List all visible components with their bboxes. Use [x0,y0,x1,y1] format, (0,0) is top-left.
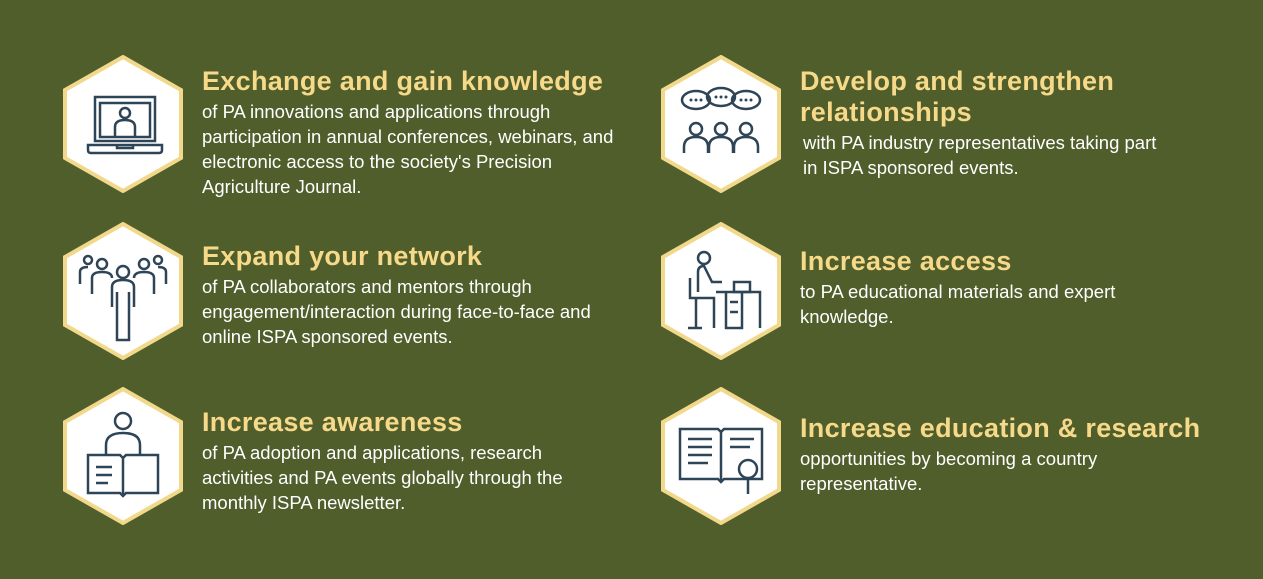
hexagon-group-chat-icon [660,54,782,194]
benefit-body: opportunities by becoming a country repr… [800,448,1098,494]
benefit-title: Exchange and gain knowledge [202,66,604,96]
hexagon-book-magnifier-icon [660,386,782,526]
benefit-title: Expand your network [202,241,483,271]
benefit-title: Increase awareness [202,407,463,437]
benefit-education-research: Increase education & research opportunit… [800,413,1240,496]
benefit-body: with PA industry representatives taking … [803,132,1157,178]
benefit-increase-access: Increase access to PA educational materi… [800,246,1160,329]
benefit-exchange-knowledge: Exchange and gain knowledge of PA innova… [202,66,622,199]
benefit-body: to PA educational materials and expert k… [800,281,1116,327]
benefit-expand-network: Expand your network of PA collaborators … [202,241,602,349]
benefit-body: of PA adoption and applications, researc… [202,442,563,513]
benefit-body: of PA collaborators and mentors through … [202,276,591,347]
hexagon-person-desk-icon [660,221,782,361]
benefit-title: Increase education & research [800,413,1201,443]
hexagon-network-people-icon [62,221,184,361]
hexagon-person-reading-icon [62,386,184,526]
benefit-increase-awareness: Increase awareness of PA adoption and ap… [202,407,602,515]
benefit-title: Increase access [800,246,1012,276]
benefit-develop-relationships: Develop and strengthen relationships wit… [800,66,1160,180]
hexagon-laptop-person-icon [62,54,184,194]
benefit-title: Develop and strengthen relationships [800,66,1115,127]
benefit-body: of PA innovations and applications throu… [202,101,614,197]
